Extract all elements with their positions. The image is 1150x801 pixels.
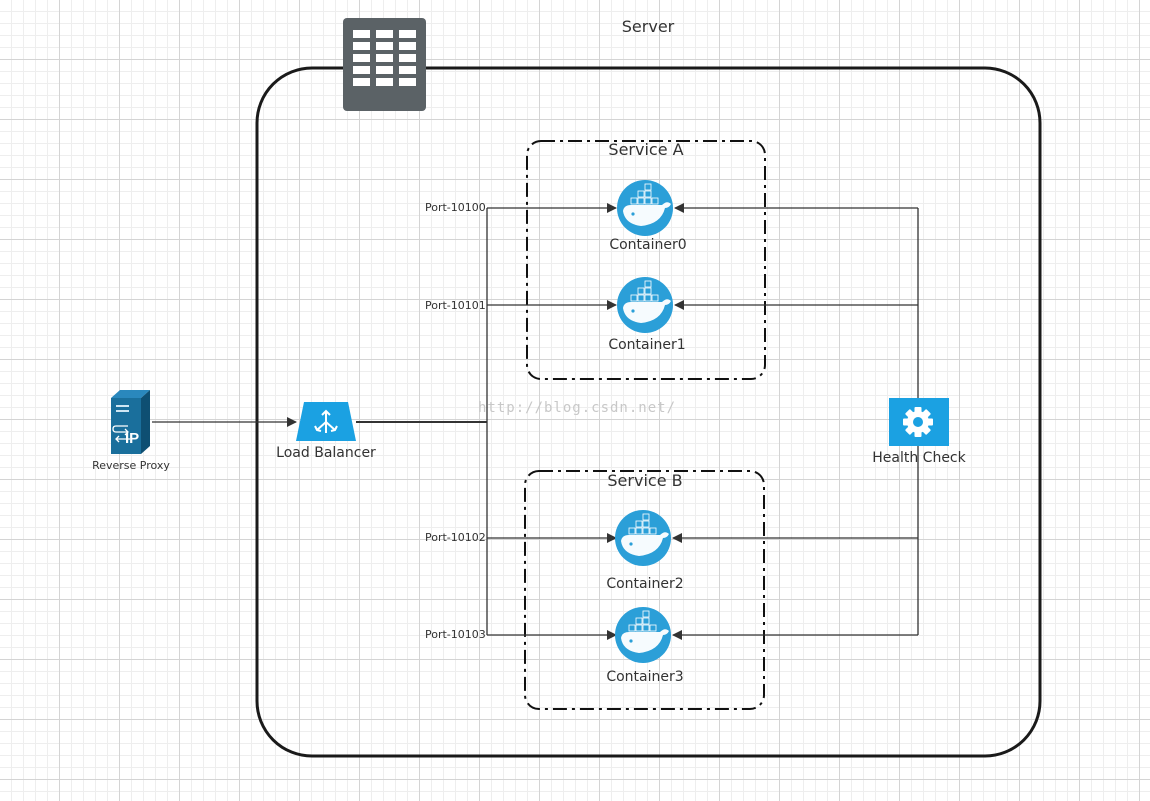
container1-docker-icon [617, 277, 673, 333]
container0-docker-icon [617, 180, 673, 236]
service-a-label: Service A [608, 140, 684, 159]
reverse-proxy-badge: IP [125, 430, 139, 447]
container3-docker-icon [615, 607, 671, 663]
reverse-proxy-label: Reverse Proxy [92, 459, 170, 472]
container2-label: Container2 [606, 576, 684, 592]
load-balancer-icon [296, 402, 356, 441]
load-balancer-label: Load Balancer [276, 445, 376, 461]
health-check-label: Health Check [872, 450, 966, 466]
container0-label: Container0 [609, 237, 687, 253]
service-b-box [524, 470, 765, 710]
port-10102-label: Port-10102 [425, 531, 486, 544]
service-b-label: Service B [607, 471, 683, 490]
server-label: Server [621, 17, 675, 36]
port-10103-label: Port-10103 [425, 628, 486, 641]
watermark: http://blog.csdn.net/ [478, 400, 677, 416]
service-a-box [526, 140, 766, 380]
gear-icon [889, 398, 949, 446]
container3-label: Container3 [606, 669, 684, 685]
container2-docker-icon [615, 510, 671, 566]
container1-label: Container1 [608, 337, 686, 353]
port-10100-label: Port-10100 [425, 201, 486, 214]
port-10101-label: Port-10101 [425, 299, 486, 312]
ip-server-icon: IP [111, 390, 150, 454]
connectors [152, 203, 919, 640]
server-box [255, 66, 1042, 758]
server-rack-icon [343, 18, 426, 111]
